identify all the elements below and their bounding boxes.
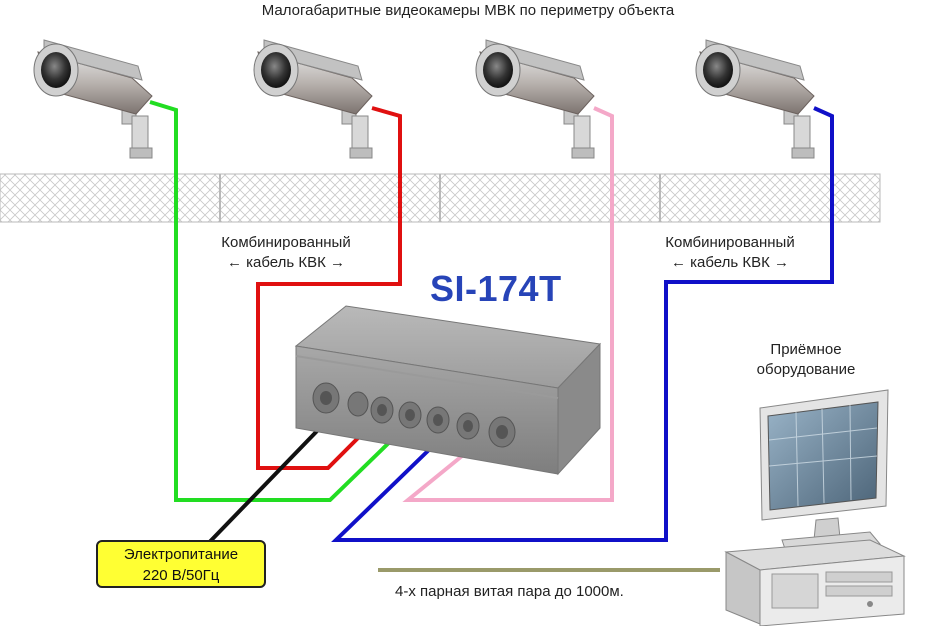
junction-box-icon [294, 305, 602, 476]
receiver-label: Приёмное оборудование [736, 340, 876, 380]
receiver-label-line2: оборудование [756, 361, 856, 378]
blue-cable [331, 106, 834, 542]
camera-icon [475, 39, 595, 159]
cables [149, 100, 834, 572]
power-label-line1: Электропитание [123, 546, 239, 563]
cameras [33, 39, 815, 159]
cable-label-left: Комбинированный ← кабель КВК → [176, 233, 396, 273]
red-cable [256, 106, 402, 470]
computer-case-icon [724, 539, 906, 626]
cable-label-left-line1: Комбинированный [221, 234, 351, 251]
monitor-icon [759, 389, 889, 553]
power-label-line2: 220 В/50Гц [142, 567, 220, 584]
camera-icon [33, 39, 153, 159]
cable-label-right-line2: ← кабель КВК → [670, 254, 790, 271]
power-cable [194, 428, 320, 558]
pink-cable [402, 106, 614, 502]
cable-label-right-line1: Комбинированный [665, 234, 795, 251]
twisted-pair-label: 4-х парная витая пара до 1000м. [395, 583, 624, 600]
receiver-label-line1: Приёмное [770, 341, 842, 358]
cable-label-left-line2: ← кабель КВК → [226, 254, 346, 271]
camera-icon [253, 39, 373, 159]
device-model-label: SI-174T [430, 268, 562, 309]
power-supply-label: Электропитание 220 В/50Гц [96, 540, 266, 588]
green-cable [149, 100, 402, 502]
camera-icon [695, 39, 815, 159]
diagram-title: Малогабаритные видеокамеры МВК по периме… [261, 2, 675, 19]
fence-icon [0, 173, 881, 223]
cable-label-right: Комбинированный ← кабель КВК → [620, 233, 840, 273]
